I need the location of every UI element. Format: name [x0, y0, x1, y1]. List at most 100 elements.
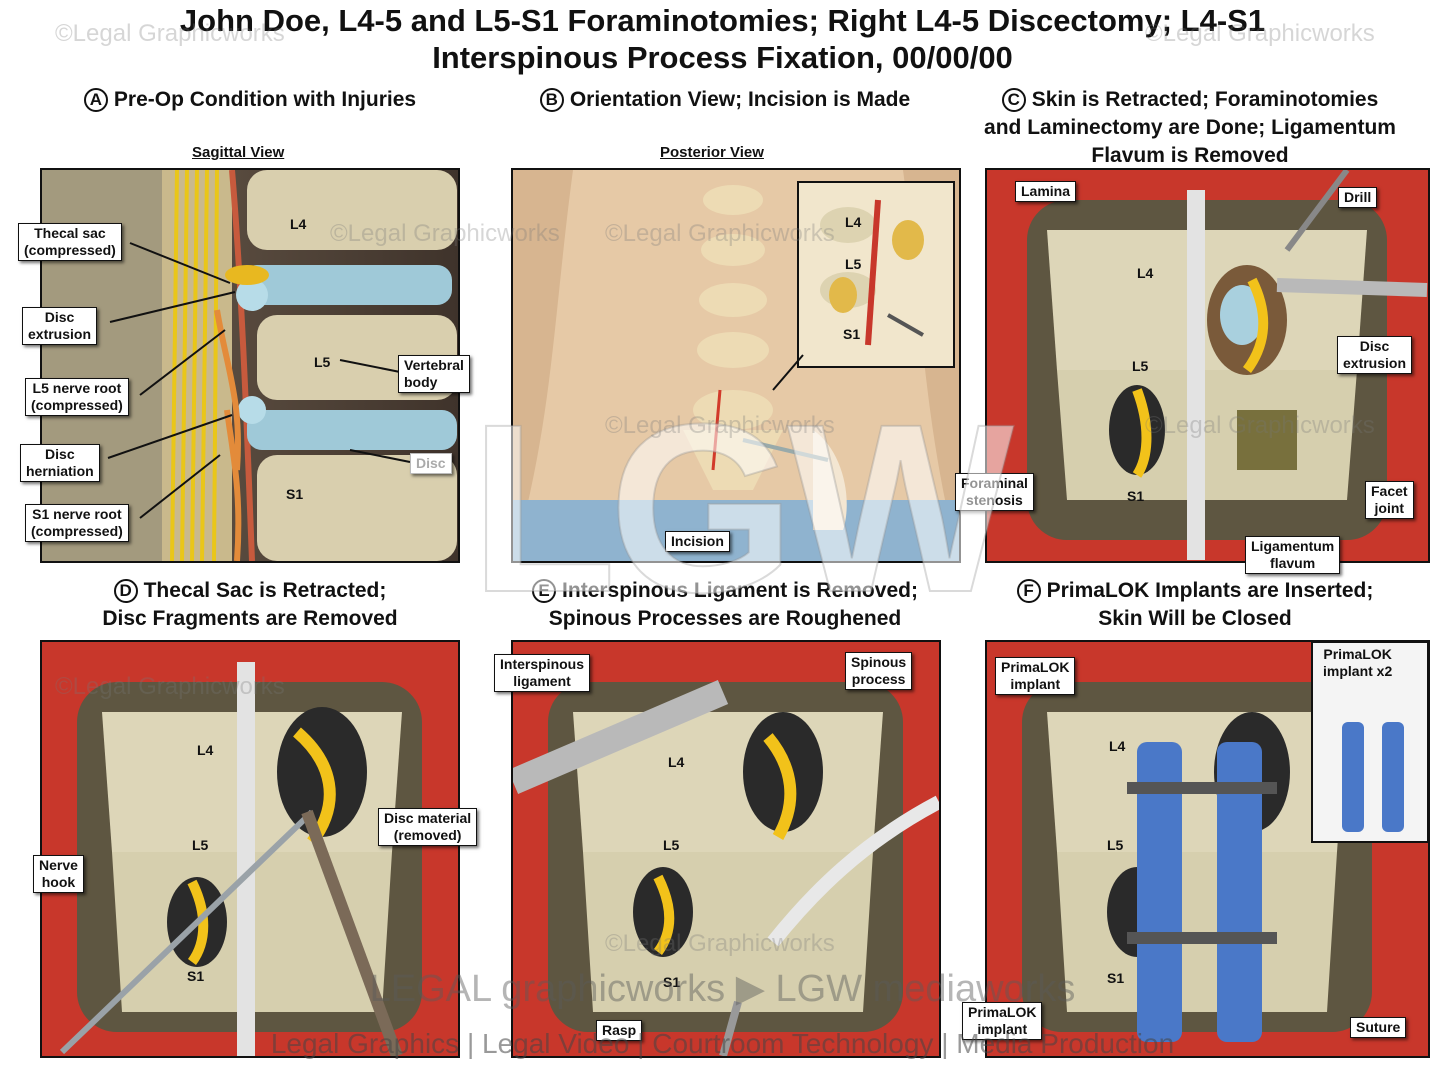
level-l5: L5: [1132, 358, 1149, 374]
section-c-title-line-1: Skin is Retracted; Foraminotomies: [1031, 88, 1379, 111]
label-inset-l2: implant x2: [1323, 663, 1393, 679]
section-letter-c: C: [1001, 88, 1026, 113]
label-vertebral-body-l2: body: [404, 374, 438, 390]
section-c-title-line-2: and Laminectomy are Done; Ligamentum: [984, 116, 1396, 139]
level-l5: L5: [1107, 837, 1124, 853]
label-disc-herniation-l2: herniation: [26, 463, 94, 479]
label-s1-root-l2: (compressed): [31, 523, 123, 539]
level-s1: S1: [187, 968, 205, 984]
section-b-title-text: Orientation View; Incision is Made: [569, 88, 911, 111]
label-disc: Disc: [410, 453, 452, 474]
panel-c-laminectomy: L4 L5 S1: [985, 168, 1430, 563]
panel-e-interspinous: L4 L5 S1: [511, 640, 941, 1058]
label-interspinous-l1: Interspinous: [500, 656, 585, 672]
section-f-title-line-1: PrimaLOK Implants are Inserted;: [1046, 579, 1374, 602]
section-d-title-line-2: Disc Fragments are Removed: [102, 607, 398, 630]
label-incision: Incision: [665, 531, 730, 552]
section-letter-d: D: [113, 579, 138, 604]
panel-f-illustration: [987, 642, 1428, 1056]
level-l4: L4: [290, 216, 307, 232]
level-l4: L4: [1109, 738, 1126, 754]
panel-b-posterior: L4 L5 S1: [511, 168, 961, 563]
label-implant-bottom-l2: implant: [977, 1021, 1028, 1037]
label-interspinous-l2: ligament: [513, 673, 571, 689]
inset-level-l5: L5: [845, 256, 862, 272]
section-letter-b: B: [539, 88, 564, 113]
label-spinous-l1: Spinous: [851, 654, 907, 670]
label-disc-material-l1: Disc material: [384, 810, 472, 826]
label-ligamentum-l1: Ligamentum: [1251, 538, 1335, 554]
level-s1: S1: [1107, 970, 1125, 986]
label-lamina: Lamina: [1015, 181, 1077, 202]
label-l5-root-l1: L5 nerve root: [32, 380, 122, 396]
inset-level-l4: L4: [845, 214, 862, 230]
section-a-title-text: Pre-Op Condition with Injuries: [113, 88, 417, 111]
section-e-title-line-2: Spinous Processes are Roughened: [548, 607, 902, 630]
level-s1: S1: [1127, 488, 1145, 504]
label-disc-extrusion-a-l2: extrusion: [28, 326, 92, 342]
footer-brand-separator-icon: ▶: [735, 968, 776, 1010]
label-suture: Suture: [1350, 1017, 1407, 1038]
label-foraminal-l1: Foraminal: [961, 475, 1028, 491]
label-disc-extrusion-a-l1: Disc: [44, 309, 75, 325]
panel-d-illustration: [42, 642, 458, 1056]
label-l5-root-l2: (compressed): [31, 397, 123, 413]
level-l4: L4: [1137, 265, 1154, 281]
section-e-title-line-1: Interspinous Ligament is Removed;: [562, 579, 918, 602]
footer-tagline: Legal Graphics | Legal Video | Courtroom…: [270, 1028, 1175, 1059]
section-letter-e: E: [532, 579, 557, 604]
label-inset-l1: PrimaLOK: [1323, 646, 1392, 662]
label-disc-herniation-l1: Disc: [45, 446, 75, 462]
section-f-title-line-2: Skin Will be Closed: [1098, 607, 1292, 630]
label-s1-nerve-root: S1 nerve root(compressed): [25, 504, 129, 542]
footer-brand: LEGAL graphicworks ▶ LGW mediaworks: [0, 966, 1445, 1011]
label-s1-root-l1: S1 nerve root: [32, 506, 122, 522]
label-thecal-sac-l2: (compressed): [24, 242, 116, 258]
section-letter-f: F: [1016, 579, 1041, 604]
label-foraminal-l2: stenosis: [966, 492, 1023, 508]
level-l4: L4: [668, 754, 685, 770]
panel-e-illustration: [513, 642, 939, 1056]
label-spinous-l2: process: [851, 671, 906, 687]
label-ligamentum-l2: flavum: [1270, 555, 1316, 571]
label-thecal-sac: Thecal sac(compressed): [18, 223, 122, 261]
level-s1: S1: [286, 486, 304, 502]
label-vertebral-body-l1: Vertebral: [404, 357, 464, 373]
footer-brand-legal: LEGAL graphicworks: [369, 968, 726, 1010]
level-l5: L5: [314, 354, 331, 370]
panel-c-illustration: [987, 170, 1428, 561]
label-l5-nerve-root: L5 nerve root(compressed): [25, 378, 129, 416]
view-label-sagittal: Sagittal View: [192, 144, 285, 161]
section-d-title-line-1: Thecal Sac is Retracted;: [143, 579, 387, 602]
label-implant-bottom-l1: PrimaLOK: [968, 1004, 1037, 1020]
level-s1: S1: [663, 974, 681, 990]
inset-level-s1: S1: [843, 326, 861, 342]
level-l5: L5: [663, 837, 680, 853]
label-thecal-sac-l1: Thecal sac: [34, 225, 106, 241]
label-disc-material: Disc material(removed): [378, 808, 478, 846]
panel-b-illustration: [513, 170, 959, 561]
label-nerve-hook-l2: hook: [41, 874, 76, 890]
label-facet-l1: Facet: [1371, 483, 1408, 499]
level-l5: L5: [192, 837, 209, 853]
page-title-line-2: Interspinous Process Fixation, 00/00/00: [432, 40, 1013, 75]
level-l4: L4: [197, 742, 214, 758]
label-rasp: Rasp: [596, 1020, 643, 1041]
label-disc-material-l2: (removed): [393, 827, 462, 843]
